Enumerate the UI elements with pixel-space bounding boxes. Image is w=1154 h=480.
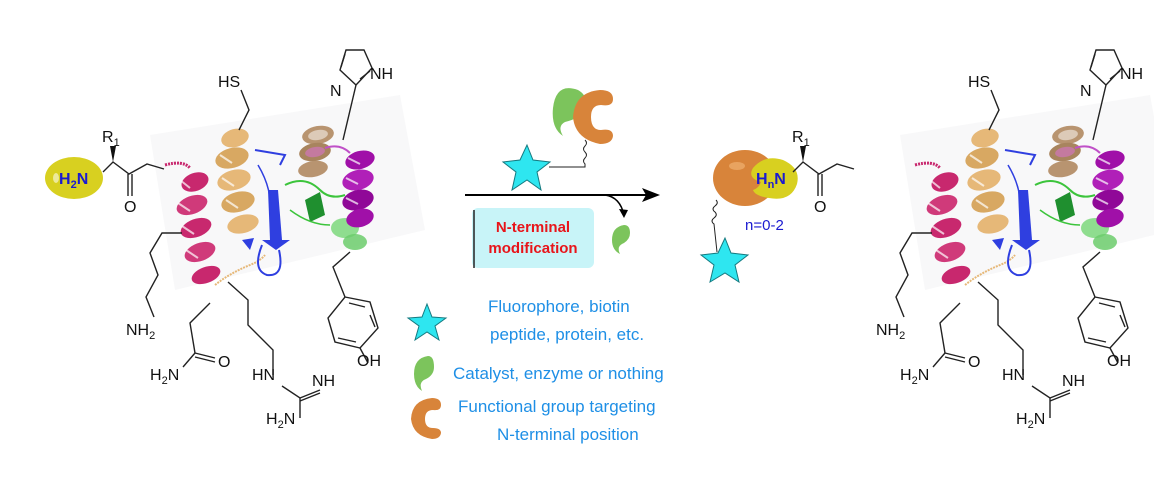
product-histidine-n-label: N xyxy=(1080,83,1092,100)
functional-group-crescent-icon xyxy=(573,90,613,144)
product-asparagine-n-label: H2N xyxy=(900,367,929,387)
product-arginine-nh-label: NH xyxy=(1062,373,1085,390)
product-cysteine-label: HS xyxy=(968,74,990,91)
legend-droplet-icon xyxy=(414,356,434,391)
legend-fg-line1: Functional group targeting xyxy=(458,397,656,416)
legend-star-icon xyxy=(406,302,448,342)
legend-item-functional-group: Functional group targeting N-terminal po… xyxy=(411,397,656,444)
product-histidine-nh-label: NH xyxy=(1120,66,1143,83)
product-lysine-label: NH2 xyxy=(876,322,905,342)
arginine-h2n-label: H2N xyxy=(266,411,295,431)
star-icon xyxy=(501,143,552,192)
product-alpha-substituent: R1 xyxy=(792,129,810,149)
product-protein-cartoon xyxy=(898,93,1154,292)
product-n-terminus-label: HnN xyxy=(756,171,786,191)
lysine-label: NH2 xyxy=(126,322,155,342)
product-arginine-hn-label: HN xyxy=(1002,367,1025,384)
condition-line1: N-terminal xyxy=(496,219,570,236)
tyrosine-oh-label: OH xyxy=(357,353,381,370)
reactant-protein: H2N R1 O HS N NH NH2 O H2N HN NH H2N OH xyxy=(45,49,427,431)
histidine-nh-label: NH xyxy=(370,66,393,83)
arginine-hn-label: HN xyxy=(252,367,275,384)
reaction-arrow-area: N-terminal modification xyxy=(465,88,660,268)
product-tyrosine-oh-label: OH xyxy=(1107,353,1131,370)
histidine-n-label: N xyxy=(330,83,342,100)
n-terminus-label: H2N xyxy=(59,171,88,191)
legend-catalyst-line1: Catalyst, enzyme or nothing xyxy=(453,364,664,383)
cysteine-label: HS xyxy=(218,74,240,91)
carbonyl-oxygen: O xyxy=(124,199,136,216)
product-asparagine-o-label: O xyxy=(968,354,980,371)
legend-fg-line2: N-terminal position xyxy=(497,425,639,444)
product-n-terminus-blob xyxy=(751,158,798,199)
product-protein: HS N NH NH2 O H2N HN NH H2N OH HnN n=0-2… xyxy=(699,49,1154,431)
product-arginine-h2n-label: H2N xyxy=(1016,411,1045,431)
product-carbonyl-oxygen: O xyxy=(814,199,826,216)
legend-item-star: Fluorophore, biotin peptide, protein, et… xyxy=(406,297,644,344)
protein-cartoon xyxy=(148,93,427,292)
asparagine-o-label: O xyxy=(218,354,230,371)
legend-star-line2: peptide, protein, etc. xyxy=(490,325,644,344)
legend-crescent-icon xyxy=(411,398,441,439)
n-range-label: n=0-2 xyxy=(745,217,784,234)
alpha-substituent: R1 xyxy=(102,129,120,149)
product-star-icon xyxy=(699,236,750,284)
linker-wave xyxy=(549,139,587,168)
legend: Fluorophore, biotin peptide, protein, et… xyxy=(406,297,664,444)
legend-star-line1: Fluorophore, biotin xyxy=(488,297,630,316)
released-catalyst-icon xyxy=(612,225,630,254)
asparagine-n-label: H2N xyxy=(150,367,179,387)
catalyst-droplet-icon xyxy=(552,88,587,136)
arginine-nh-label: NH xyxy=(312,373,335,390)
condition-line2: modification xyxy=(488,240,577,257)
n-terminus-blob xyxy=(45,157,103,199)
condition-box xyxy=(472,208,594,268)
legend-item-catalyst: Catalyst, enzyme or nothing xyxy=(414,356,664,391)
